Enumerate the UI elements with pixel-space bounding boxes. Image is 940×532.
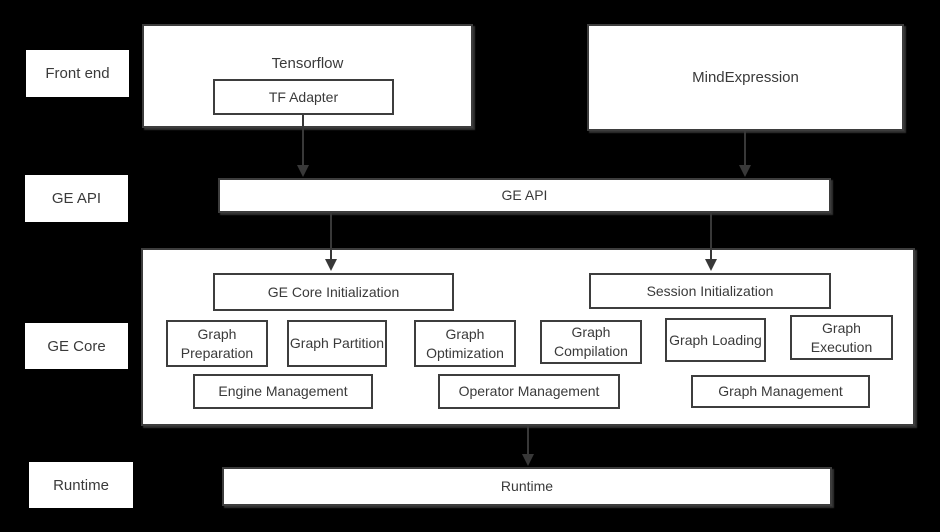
row-label-runtime: Runtime <box>29 462 133 508</box>
box-graph-preparation: Graph Preparation <box>166 320 268 367</box>
arrow-head <box>325 259 337 271</box>
box-graph-optimization: Graph Optimization <box>414 320 516 367</box>
arrow-shaft <box>710 213 712 259</box>
arrow-mindexpression-to-ge-api <box>739 131 751 177</box>
box-engine-management: Engine Management <box>193 374 373 409</box>
row-label-ge-api: GE API <box>25 175 128 222</box>
row-label-front-end: Front end <box>26 50 129 97</box>
arrow-head <box>297 165 309 177</box>
arrow-tf-adapter-to-ge-api <box>297 115 309 177</box>
box-graph-management: Graph Management <box>691 375 870 408</box>
arrow-head <box>522 454 534 466</box>
box-graph-execution: Graph Execution <box>790 315 893 360</box>
box-ge-core-initialization: GE Core Initialization <box>213 273 454 311</box>
ge-api-bar: GE API <box>218 178 831 213</box>
box-operator-management: Operator Management <box>438 374 620 409</box>
arrow-ge-api-to-session-initialization <box>705 213 717 271</box>
arrow-shaft <box>744 131 746 165</box>
arrow-ge-core-to-runtime <box>522 426 534 466</box>
arrow-shaft <box>302 115 304 165</box>
box-session-initialization: Session Initialization <box>589 273 831 309</box>
box-graph-partition: Graph Partition <box>287 320 387 367</box>
arrow-shaft <box>330 213 332 259</box>
tf-adapter-box: TF Adapter <box>213 79 394 115</box>
tensorflow-box: Tensorflow TF Adapter <box>142 24 473 128</box>
mindexpression-box: MindExpression <box>587 24 904 131</box>
arrow-head <box>705 259 717 271</box>
arrow-ge-api-to-ge-core-initialization <box>325 213 337 271</box>
arrow-shaft <box>527 426 529 454</box>
arrow-head <box>739 165 751 177</box>
tensorflow-label: Tensorflow <box>271 55 344 72</box>
box-graph-loading: Graph Loading <box>665 318 766 362</box>
runtime-bar: Runtime <box>222 467 832 506</box>
box-graph-compilation: Graph Compilation <box>540 320 642 364</box>
row-label-ge-core: GE Core <box>25 323 128 369</box>
